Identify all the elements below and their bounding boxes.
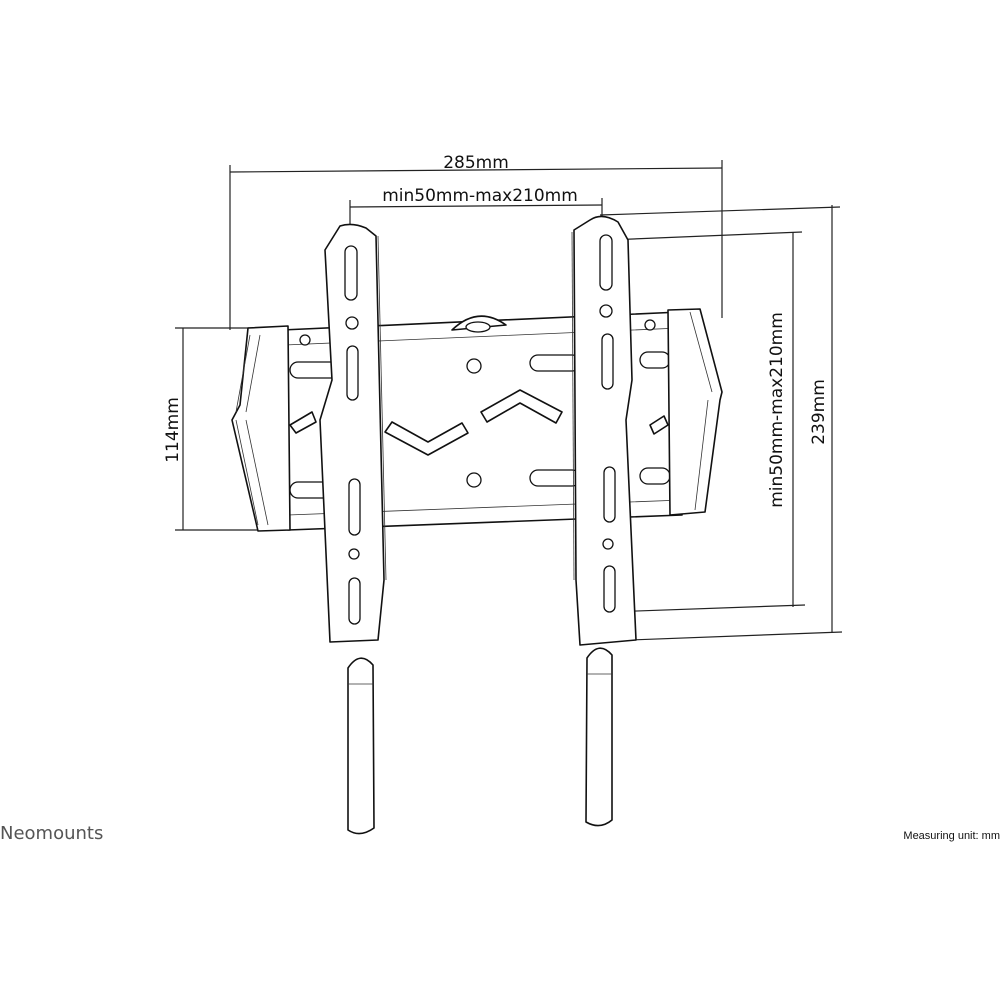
- right-wall-plate: [667, 308, 723, 516]
- left-tv-bracket: [319, 223, 387, 643]
- brand-logo: Neomounts: [0, 823, 104, 844]
- vertical-vesa-label: min50mm-max210mm: [767, 312, 787, 508]
- measuring-unit-note: Measuring unit: mm: [903, 830, 1000, 842]
- right-tv-bracket: [571, 215, 637, 646]
- wall-plate-height-label: 114mm: [163, 397, 183, 463]
- right-safety-strap: [585, 647, 613, 827]
- overall-width-label: 285mm: [443, 153, 509, 173]
- horizontal-vesa-label: min50mm-max210mm: [382, 186, 578, 206]
- left-safety-strap: [347, 657, 375, 835]
- left-wall-plate: [231, 325, 291, 532]
- overall-height-label: 239mm: [809, 379, 829, 445]
